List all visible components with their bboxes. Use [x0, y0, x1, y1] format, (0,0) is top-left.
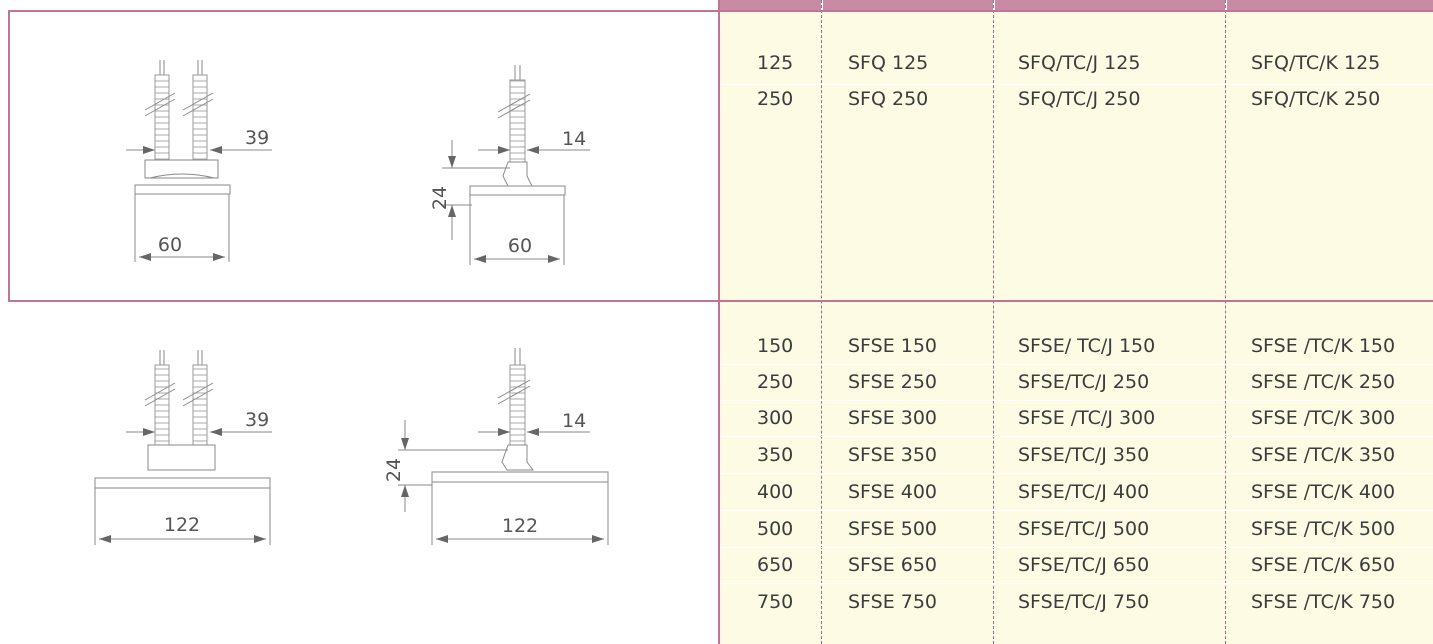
cell-model-tc-j: SFSE/TC/J 400: [1018, 481, 1150, 503]
dim-pin-spacing-label: 39: [245, 127, 269, 149]
dim-pin-width-label: 14: [562, 128, 586, 150]
cell-model: SFSE 350: [848, 444, 938, 466]
cell-size: 350: [757, 444, 794, 466]
sensor-side-view-small: [442, 65, 590, 265]
cell-model: SFSE 750: [848, 591, 938, 613]
cell-model-tc-j: SFSE/TC/J 500: [1018, 518, 1150, 540]
cell-model: SFSE 250: [848, 371, 938, 393]
cell-model: SFSE 400: [848, 481, 938, 503]
cell-model: SFSE 150: [848, 335, 938, 357]
dim-width-label: 60: [158, 234, 182, 256]
cell-model: SFQ 125: [848, 52, 929, 74]
cell-model-tc-k: SFSE /TC/K 400: [1251, 481, 1396, 503]
cell-model: SFSE 650: [848, 554, 938, 576]
cell-size: 250: [757, 371, 794, 393]
row-divider: [720, 436, 1433, 437]
sensor-front-view-small: [126, 60, 272, 262]
frame-left-line: [8, 10, 10, 302]
dim-width-side-label: 60: [508, 235, 532, 257]
cell-model: SFSE 500: [848, 518, 938, 540]
cell-model-tc-k: SFSE /TC/K 500: [1251, 518, 1396, 540]
row-divider: [720, 473, 1433, 474]
cell-model-tc-j: SFSE/TC/J 750: [1018, 591, 1150, 613]
column-divider: [993, 0, 994, 644]
cell-size: 750: [757, 591, 794, 613]
cell-size: 300: [757, 407, 794, 429]
row-divider: [720, 583, 1433, 584]
cell-model-tc-k: SFQ/TC/K 125: [1251, 52, 1381, 74]
row-divider: [720, 400, 1433, 401]
cell-model-tc-j: SFSE/TC/J 650: [1018, 554, 1150, 576]
cell-size: 125: [757, 52, 794, 74]
cell-model-tc-j: SFQ/TC/J 125: [1018, 52, 1141, 74]
cell-size: 500: [757, 518, 794, 540]
cell-model-tc-k: SFSE /TC/K 150: [1251, 335, 1396, 357]
row-divider: [720, 364, 1433, 365]
cell-model-tc-j: SFSE/TC/J 350: [1018, 444, 1150, 466]
cell-model-tc-k: SFSE /TC/K 650: [1251, 554, 1396, 576]
row-divider: [720, 510, 1433, 511]
cell-model-tc-k: SFQ/TC/K 250: [1251, 88, 1381, 110]
cell-model: SFSE 300: [848, 407, 938, 429]
cell-model-tc-j: SFSE/ TC/J 150: [1018, 335, 1156, 357]
section-divider-line: [8, 300, 1433, 302]
data-table-background: [719, 0, 1433, 644]
dim-pin-spacing-label: 39: [245, 409, 269, 431]
dim-height-label: 24: [429, 186, 451, 210]
cell-model-tc-k: SFSE /TC/K 750: [1251, 591, 1396, 613]
cell-model-tc-k: SFSE /TC/K 350: [1251, 444, 1396, 466]
cell-model: SFQ 250: [848, 88, 929, 110]
cell-model-tc-k: SFSE /TC/K 300: [1251, 407, 1396, 429]
row-divider: [720, 84, 1433, 85]
cell-size: 400: [757, 481, 794, 503]
sensor-side-view-large: [398, 348, 609, 545]
frame-divider-line: [718, 0, 720, 644]
row-divider: [720, 547, 1433, 548]
dim-width-side-label: 122: [502, 515, 538, 537]
cell-size: 650: [757, 554, 794, 576]
header-divider: [993, 0, 995, 11]
column-divider: [821, 0, 822, 644]
technical-drawings: 39 60 14 24 60 39 122 14 24 122: [94, 60, 609, 545]
cell-size: 250: [757, 88, 794, 110]
table-header-strip: [719, 0, 1433, 11]
frame-top-line: [8, 10, 1433, 12]
cell-model-tc-k: SFSE /TC/K 250: [1251, 371, 1396, 393]
cell-model-tc-j: SFSE/TC/J 250: [1018, 371, 1150, 393]
header-divider: [1225, 0, 1227, 11]
dim-height-label: 24: [383, 458, 405, 482]
dim-pin-width-label: 14: [562, 410, 586, 432]
sensor-front-view-large: [94, 350, 272, 545]
cell-size: 150: [757, 335, 794, 357]
header-divider: [821, 0, 823, 11]
column-divider: [1225, 0, 1226, 644]
dim-width-label: 122: [164, 514, 200, 536]
cell-model-tc-j: SFSE /TC/J 300: [1018, 407, 1156, 429]
cell-model-tc-j: SFQ/TC/J 250: [1018, 88, 1141, 110]
